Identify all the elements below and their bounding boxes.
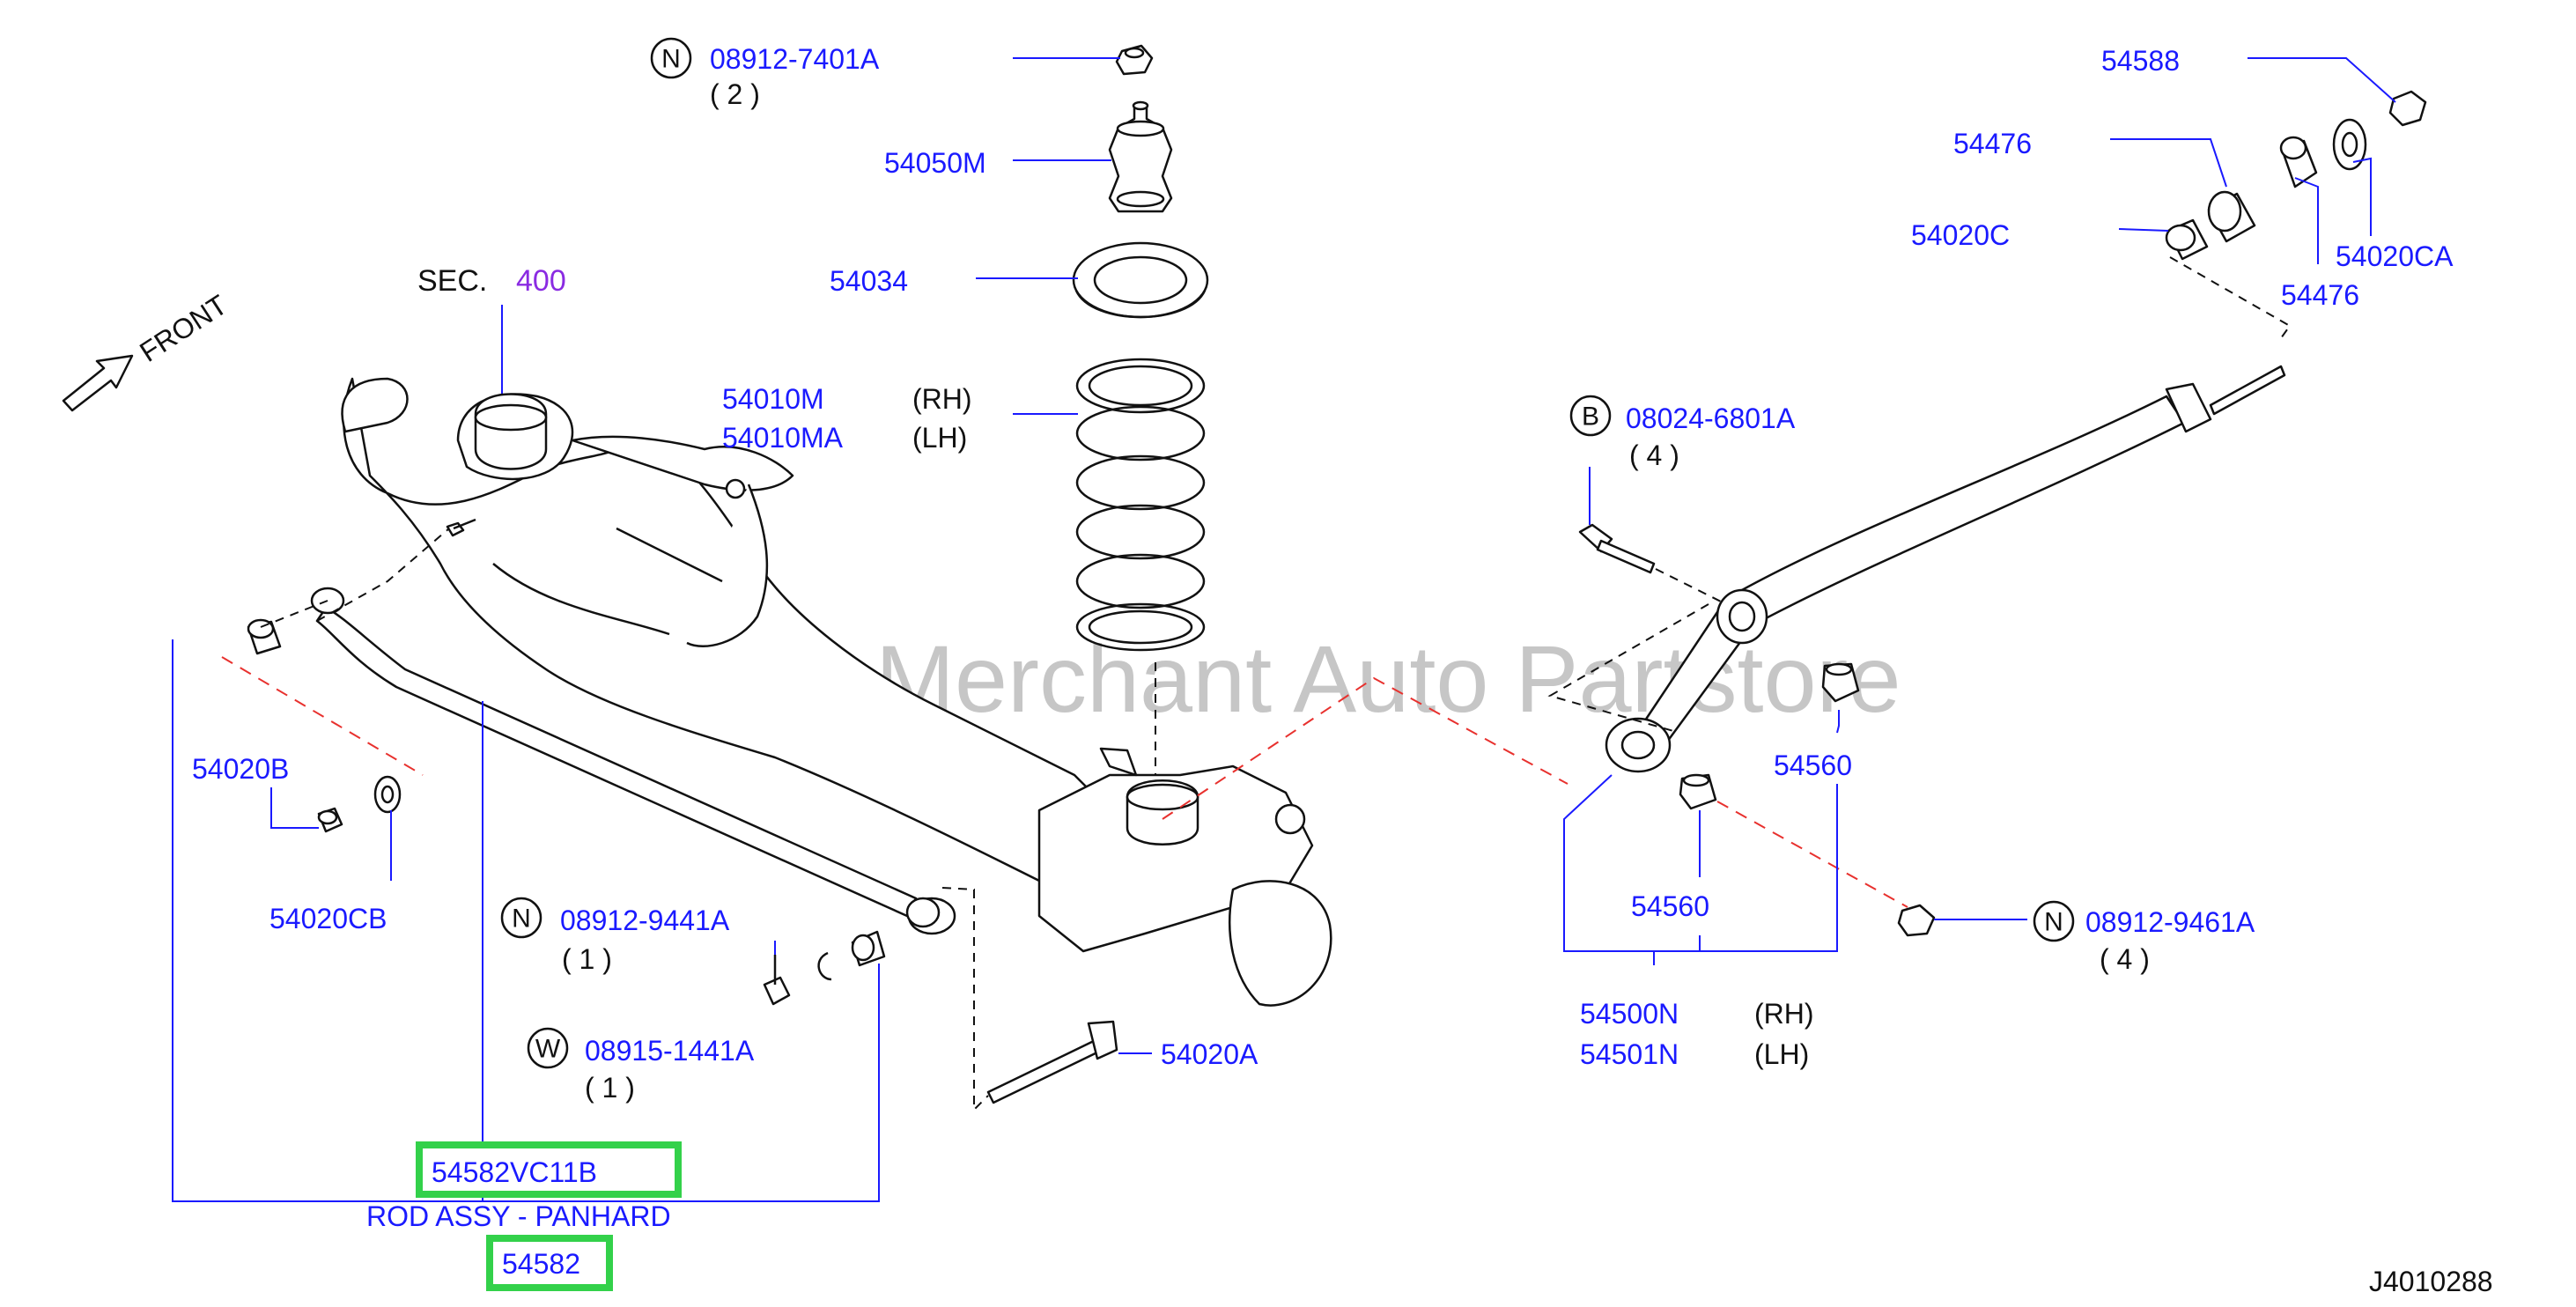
- highlight-54582: [486, 1235, 613, 1291]
- panhard-rod-drawing: [247, 518, 956, 935]
- lh-2: (LH): [1754, 1038, 1809, 1070]
- nut-08912-9461A-icon: [1897, 904, 1936, 937]
- label-54476-b[interactable]: 54476: [2281, 279, 2359, 311]
- marker-b-1-text: B: [1582, 402, 1599, 432]
- bushing-54476-b-icon: [2279, 136, 2318, 188]
- label-54020CB[interactable]: 54020CB: [269, 903, 387, 934]
- qty-4-b: ( 4 ): [2100, 943, 2150, 975]
- washer-54020CB-icon: [373, 775, 402, 814]
- rh-1: (RH): [912, 383, 972, 415]
- rod-description: ROD ASSY - PANHARD: [366, 1200, 671, 1232]
- label-54500N[interactable]: 54500N: [1580, 998, 1679, 1030]
- marker-n-3-text: N: [2044, 908, 2063, 937]
- label-54050M[interactable]: 54050M: [884, 147, 986, 179]
- label-54560-a[interactable]: 54560: [1774, 749, 1852, 781]
- axle-housing-drawing: [341, 377, 1094, 882]
- rh-2: (RH): [1754, 998, 1814, 1030]
- marker-n-3: [2033, 900, 2075, 942]
- label-08912-9441A[interactable]: 08912-9441A: [560, 905, 730, 936]
- bumper-54050M-icon: [1108, 100, 1173, 213]
- nut-54588-icon: [2388, 90, 2427, 127]
- qty-1-b: ( 1 ): [585, 1072, 635, 1104]
- label-54560-b[interactable]: 54560: [1631, 890, 1709, 922]
- lh-1: (LH): [912, 422, 967, 454]
- label-54501N[interactable]: 54501N: [1580, 1038, 1679, 1070]
- washer-54020CA-icon: [2332, 118, 2367, 171]
- label-54588[interactable]: 54588: [2101, 45, 2180, 77]
- bolt-08024-6801A-icon: [1578, 523, 1656, 574]
- qty-2: ( 2 ): [710, 78, 760, 110]
- bolt-54020A-icon: [986, 1020, 1118, 1104]
- label-54020CA[interactable]: 54020CA: [2336, 240, 2454, 272]
- marker-n-1-text: N: [661, 45, 681, 74]
- washer-08915-1441A-icon: [817, 951, 832, 981]
- bound-nut-08912-7401A-icon: [1115, 44, 1154, 76]
- label-54020A[interactable]: 54020A: [1161, 1038, 1258, 1070]
- diagram-id: J4010288: [2369, 1266, 2493, 1297]
- label-54476-a[interactable]: 54476: [1953, 128, 2032, 159]
- label-54582VC11B[interactable]: 54582VC11B: [432, 1156, 597, 1188]
- label-08915-1441A[interactable]: 08915-1441A: [585, 1035, 755, 1067]
- front-arrow-icon: [62, 354, 134, 412]
- marker-n-2-text: N: [512, 905, 531, 934]
- upper-arm-drawing: [1605, 365, 2286, 773]
- washer-54020C-icon: [2165, 218, 2209, 261]
- marker-w-1: [527, 1027, 569, 1069]
- label-08024-6801A[interactable]: 08024-6801A: [1626, 402, 1796, 434]
- label-54582[interactable]: 54582: [502, 1248, 580, 1280]
- knuckle-drawing: [1037, 747, 1332, 1007]
- marker-b-1: [1569, 395, 1612, 437]
- nut-08912-9441A-icon: [763, 955, 791, 1006]
- marker-n-2: [500, 897, 543, 939]
- seat-54034-icon: [1072, 241, 1209, 319]
- bushing-54560-b-icon: [1679, 773, 1717, 810]
- bushing-right-rod-icon: [851, 930, 886, 967]
- label-08912-9461A[interactable]: 08912-9461A: [2085, 906, 2255, 938]
- bushing-54020B-icon: [317, 807, 343, 833]
- leader-lines: [172, 57, 2396, 1202]
- label-54010MA[interactable]: 54010MA: [722, 422, 844, 454]
- label-54010M[interactable]: 54010M: [722, 383, 824, 415]
- label-08912-7401A[interactable]: 08912-7401A: [710, 43, 880, 75]
- coil-spring-54010M-icon: [1075, 358, 1206, 652]
- front-label: FRONT: [134, 289, 233, 368]
- marker-w-1-text: W: [535, 1035, 561, 1064]
- label-54034[interactable]: 54034: [830, 265, 908, 297]
- marker-n-1: [650, 37, 692, 79]
- sec-prefix: SEC.: [417, 264, 487, 298]
- bushing-54560-a-icon: [1821, 662, 1860, 703]
- bushing-54476-a-icon: [2207, 190, 2256, 243]
- qty-1-a: ( 1 ): [562, 943, 612, 975]
- qty-4-a: ( 4 ): [1629, 439, 1679, 471]
- sec-number[interactable]: 400: [516, 264, 566, 298]
- label-54020C[interactable]: 54020C: [1911, 219, 2010, 251]
- highlight-54582VC11B: [416, 1141, 682, 1198]
- label-54020B[interactable]: 54020B: [192, 753, 289, 785]
